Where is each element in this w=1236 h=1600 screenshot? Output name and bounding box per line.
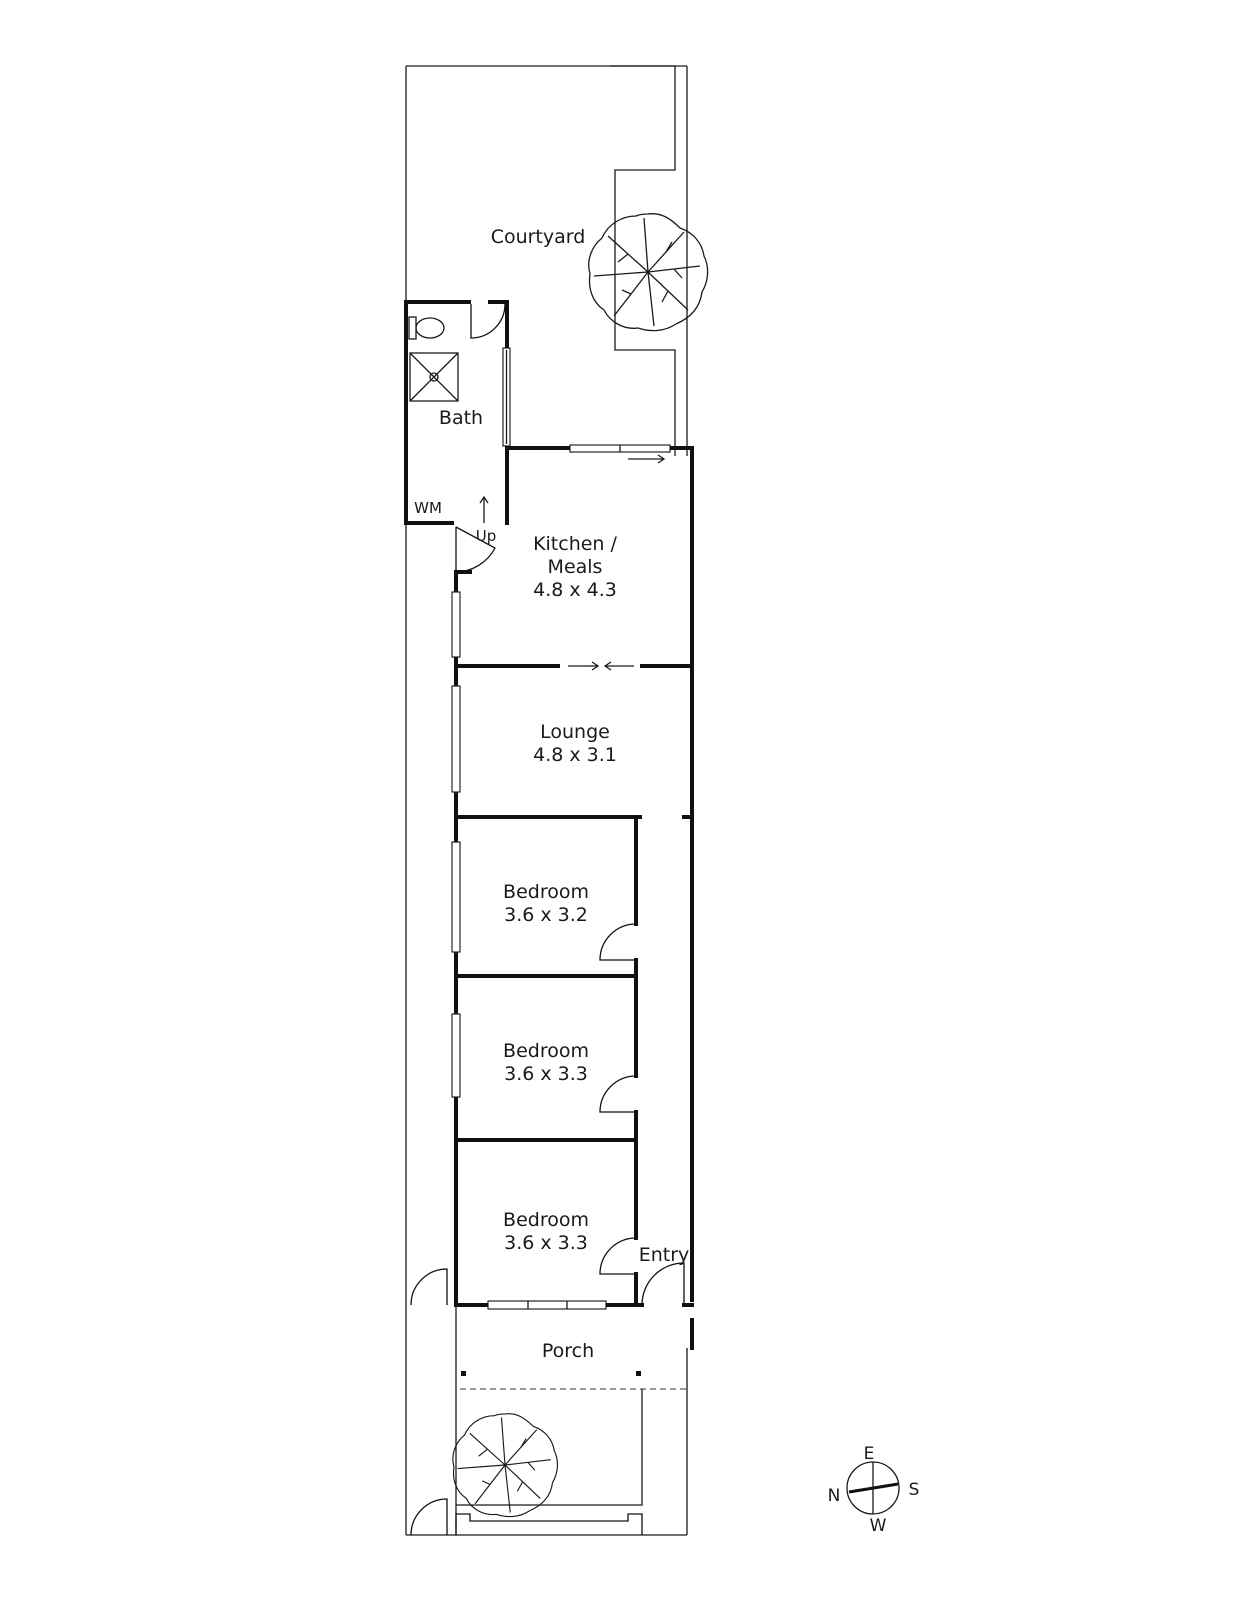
compass-e: E	[864, 1444, 875, 1464]
entry-door-swing	[641, 1262, 685, 1306]
shower-icon	[409, 352, 459, 402]
kitchen-label-line2: Meals	[548, 556, 603, 578]
bath-label: Bath	[439, 407, 483, 429]
kitchen-label-line1: Kitchen /	[533, 533, 617, 555]
bedroom1-label: Bedroom	[503, 881, 589, 903]
porch-area	[455, 1305, 687, 1535]
bedroom-door-swings	[599, 923, 637, 1275]
sliding-door-arrows	[568, 661, 634, 671]
toilet-icon	[408, 316, 445, 340]
west-windows	[451, 591, 461, 1098]
bath-door-swing	[470, 303, 506, 339]
entry-label: Entry	[639, 1244, 690, 1266]
tree-icon	[452, 1413, 559, 1518]
bedroom1-dims: 3.6 x 3.2	[504, 904, 588, 926]
compass-w: W	[870, 1516, 887, 1536]
bedroom3-dims: 3.6 x 3.3	[504, 1232, 588, 1254]
porch-label: Porch	[542, 1340, 594, 1362]
tree-icon	[588, 213, 709, 332]
kitchen-slide-arrow	[628, 454, 666, 464]
wm-label: WM	[414, 499, 442, 517]
back-door-swing	[455, 526, 496, 573]
stair-up-arrow	[479, 495, 489, 523]
compass-s: S	[909, 1480, 920, 1500]
site-boundary	[405, 65, 688, 1536]
lounge-label: Lounge	[540, 721, 610, 743]
side-gate-rear	[410, 1498, 448, 1536]
bedroom2-dims: 3.6 x 3.3	[504, 1063, 588, 1085]
compass-n: N	[828, 1486, 841, 1506]
bedroom2-label: Bedroom	[503, 1040, 589, 1062]
courtyard-label: Courtyard	[491, 226, 586, 248]
up-label: Up	[476, 527, 497, 545]
bedroom3-label: Bedroom	[503, 1209, 589, 1231]
compass-icon	[846, 1461, 900, 1515]
side-gate-front	[410, 1268, 448, 1306]
bath-walls	[404, 300, 568, 525]
courtyard-deck	[610, 65, 676, 456]
kitchen-dims: 4.8 x 4.3	[533, 579, 617, 601]
lounge-dims: 4.8 x 3.1	[533, 744, 617, 766]
